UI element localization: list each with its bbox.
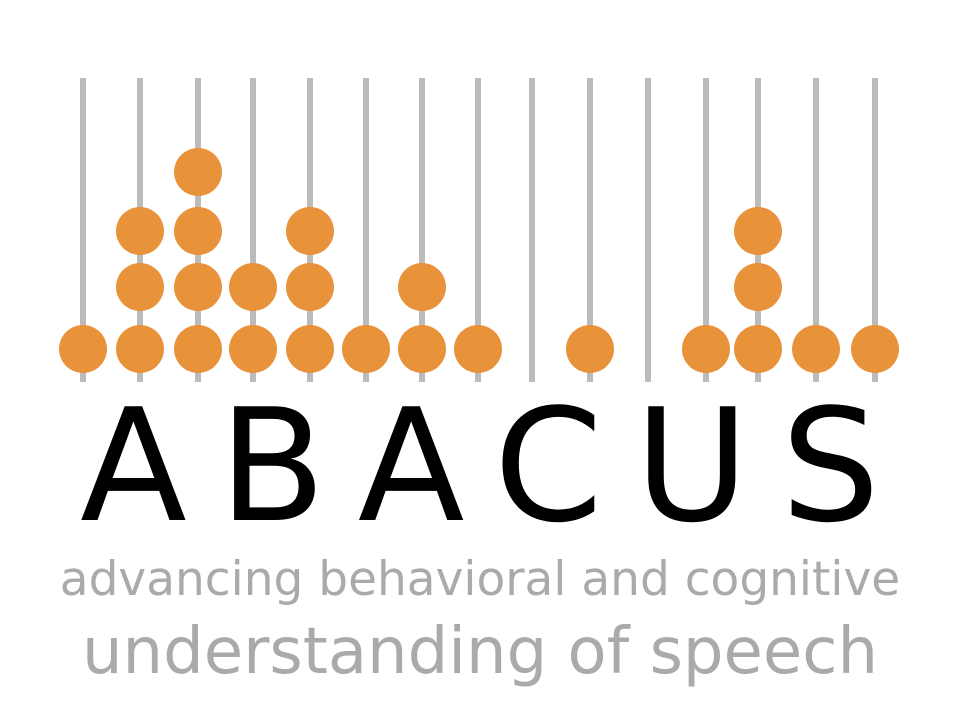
abacus-rod [475,78,481,382]
abacus-bead [734,325,782,373]
abacus-rod [872,78,878,382]
abacus-bead [566,325,614,373]
abacus-rod [529,78,535,382]
abacus-bead [398,263,446,311]
abacus-bead [682,325,730,373]
abacus-bead [174,207,222,255]
abacus-bead [174,325,222,373]
abacus-rod [419,78,425,382]
abacus-rod [587,78,593,382]
abacus-bead [792,325,840,373]
abacus-bead [454,325,502,373]
abacus-rod [80,78,86,382]
abacus-bead [229,263,277,311]
abacus-bead [174,263,222,311]
abacus-bead [116,207,164,255]
abacus-bead [851,325,899,373]
abacus-bead [398,325,446,373]
abacus-graphic [59,78,899,382]
abacus-bead [229,325,277,373]
abacus-rod [645,78,651,382]
abacus-bead [734,263,782,311]
abacus-bead [286,263,334,311]
abacus-rod [703,78,709,382]
abacus-bead [116,325,164,373]
abacus-rod [813,78,819,382]
logo-tagline-line1: advancing behavioral and cognitive [59,552,901,607]
abacus-bead [116,263,164,311]
abacus-bead [734,207,782,255]
abacus-rod [250,78,256,382]
abacus-bead [174,148,222,196]
logo-tagline-line2: understanding of speech [81,615,879,689]
abacus-bead [286,325,334,373]
abacus-bead [286,207,334,255]
logo-title: ABACUS [80,375,912,557]
abacus-rod [363,78,369,382]
abacus-bead [342,325,390,373]
abacus-bead [59,325,107,373]
